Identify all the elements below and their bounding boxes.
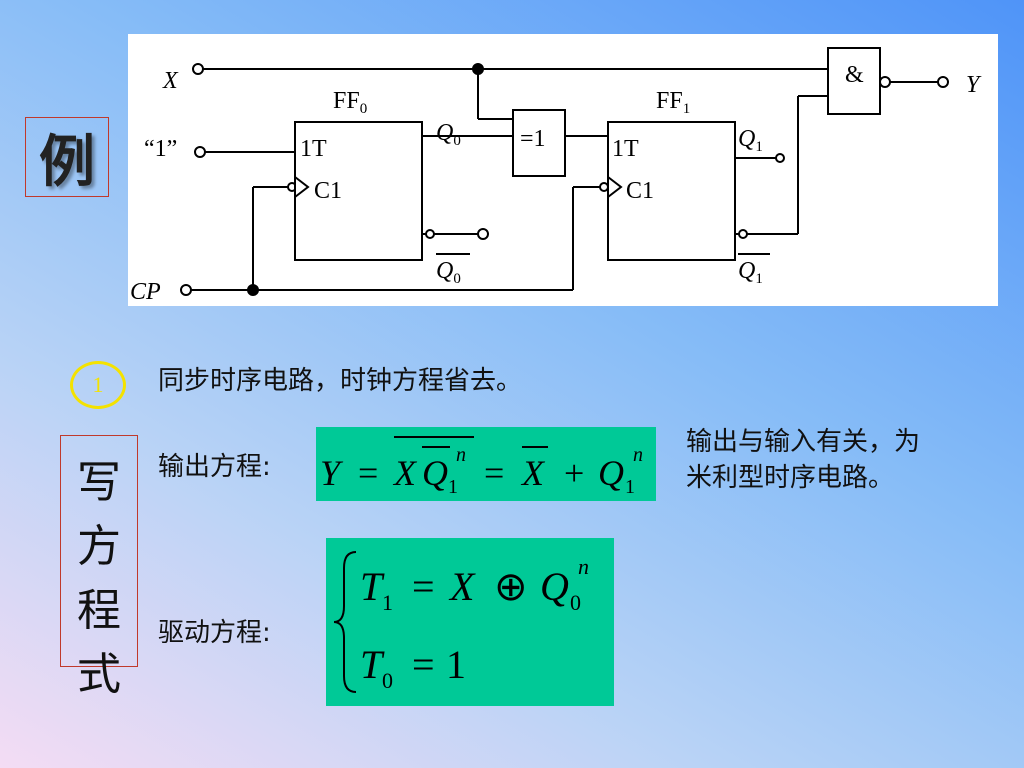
ff1-q-label: Q1 [738, 126, 763, 155]
wire-one [194, 146, 295, 158]
output-y-label: Y [966, 72, 982, 98]
eq-one: 1 [446, 642, 466, 687]
drive-eq-box: T 1 = X ⊕ Q 0 n T 0 = 1 [326, 538, 614, 706]
and-gate [748, 47, 949, 235]
circuit-diagram: X “1” CP Y & =1 FF0 1T C1 Q0 Q0 FF1 1T C… [128, 34, 998, 306]
eq-sign-1: = [358, 453, 378, 493]
eq-sign-4: = [412, 642, 435, 687]
ff0-t-label: 1T [300, 136, 327, 162]
ff1-box [607, 121, 785, 261]
ff0-box [294, 121, 513, 261]
eq-x-2: X [520, 453, 546, 493]
eq-y: Y [320, 453, 344, 493]
note-line-2: 米利型时序电路。 [686, 463, 895, 493]
write-char-4: 式 [77, 649, 121, 700]
ff1-t-label: 1T [612, 136, 639, 162]
step-number: 1 [92, 372, 104, 397]
ff0-qbar-label: Q0 [436, 258, 461, 287]
example-label: 例 [39, 129, 95, 195]
eq-n-1: n [456, 444, 466, 466]
eq-sub-2: 1 [625, 476, 635, 498]
wire-x [192, 63, 828, 120]
eq-x-1: X [392, 453, 418, 493]
note-line-1: 输出与输入有关，为 [686, 427, 921, 457]
eq-q3-n: n [578, 554, 589, 579]
drive-eq-brace [333, 551, 357, 693]
example-label-box: 例 [25, 117, 109, 197]
eq-q-3: Q [540, 564, 569, 609]
circuit-type-note: 输出与输入有关，为 米利型时序电路。 [686, 424, 920, 496]
ff1-c-label: C1 [626, 178, 654, 204]
write-char-2: 方 [77, 521, 121, 572]
eq-t0-sub: 0 [382, 668, 393, 693]
write-char-3: 程 [77, 585, 121, 636]
eq-q-1: Q [422, 453, 448, 493]
input-one-label: “1” [144, 136, 177, 162]
drive-eq-svg: T 1 = X ⊕ Q 0 n T 0 = 1 [333, 551, 589, 693]
input-cp-label: CP [130, 279, 161, 305]
output-eq-svg: Y = X Q 1 n = X + Q 1 n [320, 436, 643, 498]
eq-plus: + [564, 453, 584, 493]
eq-sign-3: = [412, 564, 435, 609]
eq-sub-1: 1 [448, 476, 458, 498]
input-x-label: X [162, 68, 179, 94]
eq-q-2: Q [598, 453, 624, 493]
drive-eq-label: 驱动方程: [158, 618, 271, 648]
eq-t1: T [360, 564, 385, 609]
eq-sign-2: = [484, 453, 504, 493]
write-char-1: 写 [77, 457, 121, 508]
eq-xor: ⊕ [494, 564, 528, 609]
wire-cp [180, 182, 609, 296]
write-equations-box: 写 方 程 式 [60, 435, 138, 700]
xor-gate-label: =1 [520, 126, 546, 152]
circuit-svg: X “1” CP Y & =1 FF0 1T C1 Q0 Q0 FF1 1T C… [130, 47, 982, 305]
eq-t1-sub: 1 [382, 590, 393, 615]
eq-t0: T [360, 642, 385, 687]
ff1-qbar-label: Q1 [738, 258, 763, 287]
output-eq-label: 输出方程: [158, 452, 271, 482]
ff1-name: FF1 [656, 88, 690, 117]
eq-n-2: n [633, 444, 643, 466]
step-text: 同步时序电路，时钟方程省去。 [158, 366, 523, 396]
eq-q3-sub: 0 [570, 590, 581, 615]
output-eq-box: Y = X Q 1 n = X + Q 1 n [316, 427, 656, 501]
xor-gate [512, 109, 608, 177]
ff0-c-label: C1 [314, 178, 342, 204]
step-number-badge: 1 [70, 361, 126, 409]
ff0-name: FF0 [333, 88, 367, 117]
eq-x-3: X [448, 564, 476, 609]
and-gate-label: & [845, 62, 864, 88]
ff0-q-label: Q0 [436, 120, 461, 149]
